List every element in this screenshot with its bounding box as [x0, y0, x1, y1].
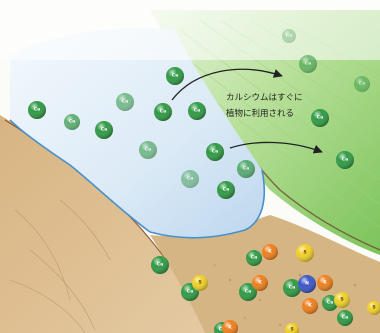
calcium-ion-label: Ca — [145, 147, 151, 153]
calcium-ion: Ca — [64, 114, 80, 130]
calcium-ion: Ca — [311, 109, 329, 127]
calcium-ion-label: Ca — [187, 289, 193, 295]
potassium-ion-label: K — [268, 249, 272, 255]
calcium-ion-label: Ca — [69, 119, 75, 125]
calcium-ion: Ca — [354, 76, 370, 92]
calcium-ion-label: Ca — [245, 289, 251, 295]
sulfur-ion-label: S — [340, 297, 343, 303]
potassium-ion-label: K — [228, 325, 232, 331]
calcium-ion: Ca — [336, 151, 354, 169]
calcium-ion-label: Ca — [251, 255, 257, 261]
calcium-ion: Ca — [28, 101, 46, 119]
sulfur-ion: S — [296, 244, 314, 262]
potassium-ion-label: K — [258, 280, 262, 286]
calcium-ion-label: Ca — [172, 73, 178, 79]
sulfur-ion-label: S — [372, 305, 375, 311]
calcium-ion-label: Ca — [187, 176, 193, 182]
calcium-ion-label: Ca — [101, 127, 107, 133]
calcium-ion: Ca — [206, 143, 224, 161]
sulfur-ion-label: S — [303, 250, 306, 256]
calcium-ion: Ca — [151, 256, 169, 274]
calcium-ion-label: Ca — [212, 149, 218, 155]
calcium-ion: Ca — [337, 310, 353, 326]
sulfur-ion: S — [334, 292, 350, 308]
calcium-ion-label: Ca — [243, 166, 249, 172]
annotation-line-2: 植物に利用される — [226, 108, 294, 119]
sulfur-ion-label: S — [290, 327, 293, 333]
calcium-ion-label: Ca — [286, 33, 292, 39]
calcium-ion: Ca — [181, 170, 199, 188]
potassium-ion: K — [317, 275, 333, 291]
potassium-ion-label: K — [308, 303, 312, 309]
calcium-ion: Ca — [246, 250, 262, 266]
potassium-ion: K — [252, 275, 268, 291]
calcium-ion: Ca — [282, 29, 296, 43]
top-mist — [0, 0, 380, 60]
sulfur-ion-label: S — [198, 280, 201, 286]
calcium-ion-label: Ca — [317, 115, 323, 121]
calcium-ion: Ca — [217, 181, 235, 199]
nitrogen-ion: N — [298, 275, 316, 293]
calcium-ion-label: Ca — [122, 99, 128, 105]
calcium-ion-label: Ca — [327, 300, 333, 306]
calcium-ion: Ca — [154, 103, 172, 121]
calcium-ion: Ca — [299, 55, 317, 73]
calcium-ion-label: Ca — [34, 107, 40, 113]
calcium-ion: Ca — [116, 93, 134, 111]
potassium-ion: K — [262, 244, 278, 260]
calcium-ion-label: Ca — [160, 109, 166, 115]
calcium-ion-label: Ca — [289, 285, 295, 291]
calcium-ion-label: Ca — [342, 157, 348, 163]
calcium-ion-label: Ca — [305, 61, 311, 67]
calcium-ion: Ca — [188, 102, 206, 120]
potassium-ion: K — [302, 298, 318, 314]
potassium-ion-label: K — [323, 280, 327, 286]
calcium-ion-label: Ca — [223, 187, 229, 193]
calcium-ion-label: Ca — [359, 81, 365, 87]
calcium-ion-label: Ca — [342, 315, 348, 321]
calcium-ion-label: Ca — [194, 108, 200, 114]
calcium-ion-label: Ca — [157, 262, 163, 268]
calcium-ion: Ca — [95, 121, 113, 139]
calcium-ion: Ca — [237, 160, 255, 178]
sulfur-ion: S — [192, 275, 208, 291]
calcium-ion: Ca — [166, 67, 184, 85]
nitrogen-ion-label: N — [305, 281, 309, 287]
annotation-line-1: カルシウムはすぐに — [226, 93, 303, 103]
calcium-ion: Ca — [139, 141, 157, 159]
